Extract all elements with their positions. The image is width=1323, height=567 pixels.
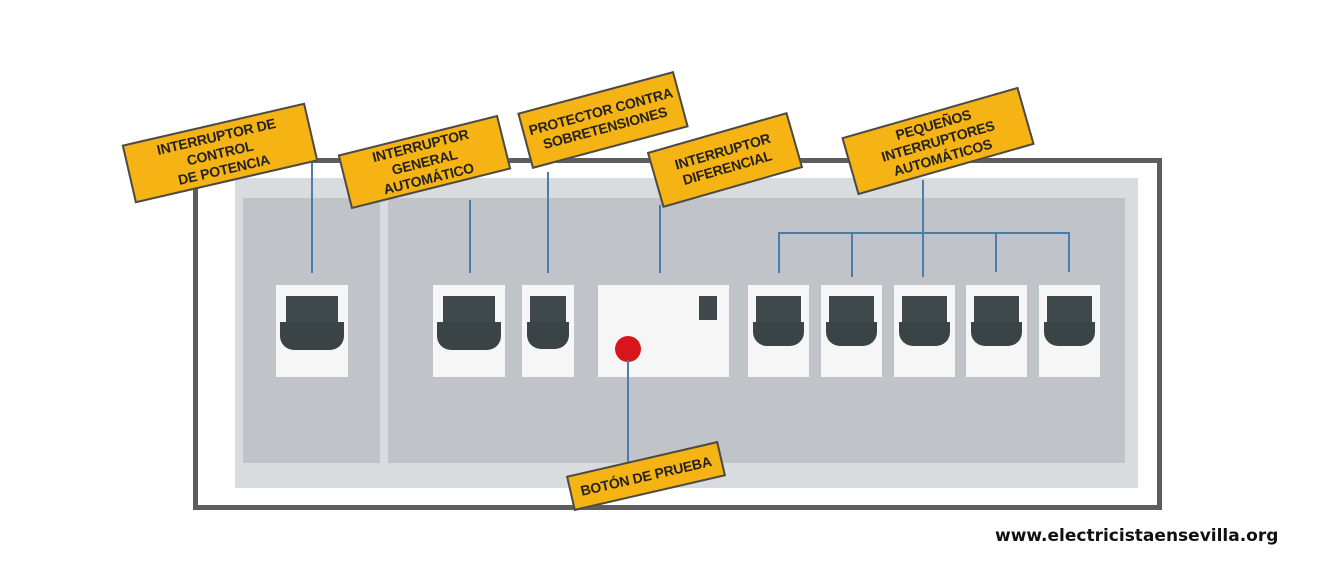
connector-differential bbox=[659, 205, 661, 273]
test-button bbox=[615, 336, 641, 362]
small-breaker-5-toggle-top bbox=[1047, 296, 1092, 324]
connector-icp bbox=[311, 160, 313, 273]
breaker-iga-toggle-top bbox=[443, 296, 495, 324]
small-breaker-4-toggle bbox=[971, 322, 1022, 346]
small-breaker-3-toggle bbox=[899, 322, 950, 346]
small-breaker-1-toggle bbox=[753, 322, 804, 346]
connector-small-5 bbox=[1068, 232, 1070, 272]
connector-small-trunk bbox=[922, 180, 924, 277]
small-breaker-5-toggle bbox=[1044, 322, 1095, 346]
breaker-icp-toggle-top bbox=[286, 296, 338, 324]
differential-indicator bbox=[699, 296, 717, 320]
small-breaker-1-toggle-top bbox=[756, 296, 801, 324]
breaker-iga-toggle bbox=[437, 322, 501, 350]
connector-small-2 bbox=[851, 232, 853, 277]
connector-iga bbox=[469, 200, 471, 273]
connector-small-1 bbox=[778, 232, 780, 273]
small-breaker-3-toggle-top bbox=[902, 296, 947, 324]
website-watermark: www.electricistaensevilla.org bbox=[995, 526, 1279, 546]
connector-small-4 bbox=[995, 232, 997, 272]
connector-surge bbox=[547, 172, 549, 273]
connector-small-bus bbox=[778, 232, 1070, 234]
connector-test-button bbox=[627, 360, 629, 470]
small-breaker-2-toggle-top bbox=[829, 296, 874, 324]
surge-protector-toggle bbox=[527, 322, 569, 349]
small-breaker-2-toggle bbox=[826, 322, 877, 346]
surge-protector-toggle-top bbox=[530, 296, 566, 324]
breaker-icp-toggle bbox=[280, 322, 344, 350]
label-sobretensiones-text: PROTECTOR CONTRA SOBRETENSIONES bbox=[527, 84, 675, 153]
small-breaker-4-toggle-top bbox=[974, 296, 1019, 324]
